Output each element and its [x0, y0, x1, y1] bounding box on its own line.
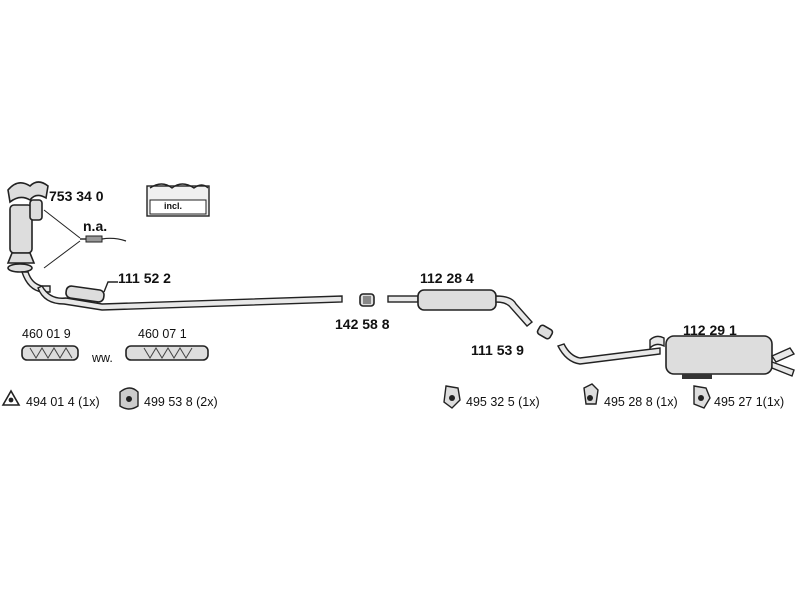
mount-499-icon	[119, 387, 139, 410]
mount-494-label: 494 01 4 (1x)	[26, 395, 100, 409]
clamp-label: 142 58 8	[335, 316, 390, 332]
flex-pipe-a-part	[21, 345, 79, 361]
front-pipe-label: 111 52 2	[118, 270, 171, 286]
mount-499-label: 499 53 8 (2x)	[144, 395, 218, 409]
clamp-part	[359, 293, 375, 307]
connector-part	[536, 324, 554, 340]
middle-silencer-part	[387, 289, 534, 327]
manifold-catalyst-label: 753 34 0	[49, 188, 104, 204]
front-pipe-part	[37, 281, 343, 311]
mount-495271-label: 495 27 1(1x)	[714, 395, 785, 409]
flex-pipe-a-label: 460 01 9	[22, 327, 71, 341]
mount-495325-label: 495 32 5 (1x)	[466, 395, 540, 409]
included-label: incl.	[164, 201, 183, 211]
flex-pipe-b-label: 460 07 1	[138, 327, 187, 341]
mount-495288-label: 495 28 8 (1x)	[604, 395, 678, 409]
included-kit-box	[146, 183, 210, 217]
mount-495325-icon	[443, 385, 461, 409]
mount-495271-icon	[693, 385, 711, 409]
mount-495288-icon	[583, 383, 599, 405]
ww-label: ww.	[92, 351, 113, 365]
mount-494-icon	[1, 389, 21, 406]
rear-silencer-part	[557, 335, 796, 379]
not-available-label: n.a.	[83, 218, 108, 234]
rear-silencer-label: 112 29 1	[683, 322, 737, 338]
connector-label: 111 53 9	[471, 342, 524, 358]
lambda-sensor	[43, 209, 127, 269]
middle-silencer-label: 112 28 4	[420, 270, 474, 286]
manifold-catalyst-part	[6, 181, 51, 293]
flex-pipe-b-part	[125, 345, 209, 361]
